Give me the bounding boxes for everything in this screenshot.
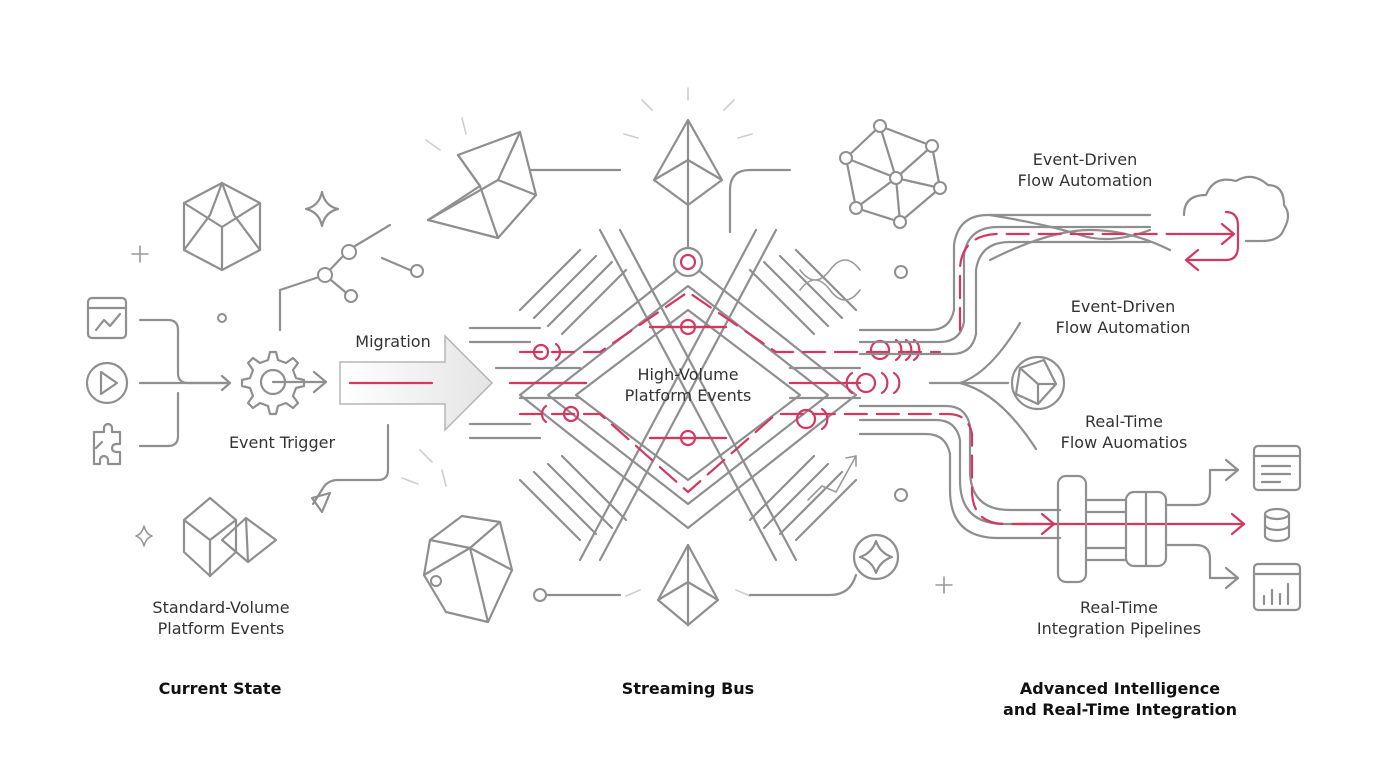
pipeline-block: [1056, 468, 1238, 584]
label-migration: Migration: [355, 332, 431, 351]
crystal-cluster-icon: [182, 496, 278, 578]
streaming-bus-group: [401, 87, 947, 627]
cloud-icon: [1182, 175, 1290, 243]
migration-arrow: [339, 334, 494, 432]
document-list-icon: [1252, 444, 1302, 492]
rock-shape-icon: [422, 514, 514, 624]
label-event-driven-1: Event-Driven Flow Automation: [1017, 150, 1153, 190]
section-streaming-bus: Streaming Bus: [621, 679, 755, 698]
label-real-time-integration: Real-Time Integration Pipelines: [1036, 598, 1202, 638]
network-node-icon: [217, 223, 424, 332]
folded-shape-icon: [426, 130, 538, 240]
advanced-group: [858, 175, 1302, 612]
play-icon: [85, 361, 129, 405]
dashboard-chart-icon: [86, 296, 128, 340]
sparkle-icon: [304, 190, 340, 228]
polyhedron-icon: [1010, 355, 1066, 411]
bar-chart-icon: [1252, 562, 1302, 612]
database-icon: [1263, 507, 1291, 543]
label-event-driven-2: Event-Driven Flow Automation: [1055, 297, 1191, 337]
hexagon-gem-icon: [182, 181, 262, 272]
current-state-group: [85, 181, 424, 578]
label-real-time-flow: Real-Time Flow Auomatios: [1060, 412, 1188, 452]
puzzle-icon: [92, 422, 122, 466]
label-high-volume: High-Volume Platform Events: [624, 365, 752, 405]
star-ring-icon: [852, 533, 900, 581]
bottom-gem-icon: [656, 543, 720, 627]
section-current-state: Current State: [158, 679, 282, 698]
top-gem-icon: [652, 118, 724, 250]
section-advanced: Advanced Intelligence and Real-Time Inte…: [1003, 679, 1237, 719]
gear-arrow-icon: [240, 350, 328, 416]
label-standard-volume: Standard-Volume Platform Events: [152, 598, 290, 638]
molecule-icon: [839, 119, 947, 229]
label-event-trigger: Event Trigger: [228, 433, 336, 452]
